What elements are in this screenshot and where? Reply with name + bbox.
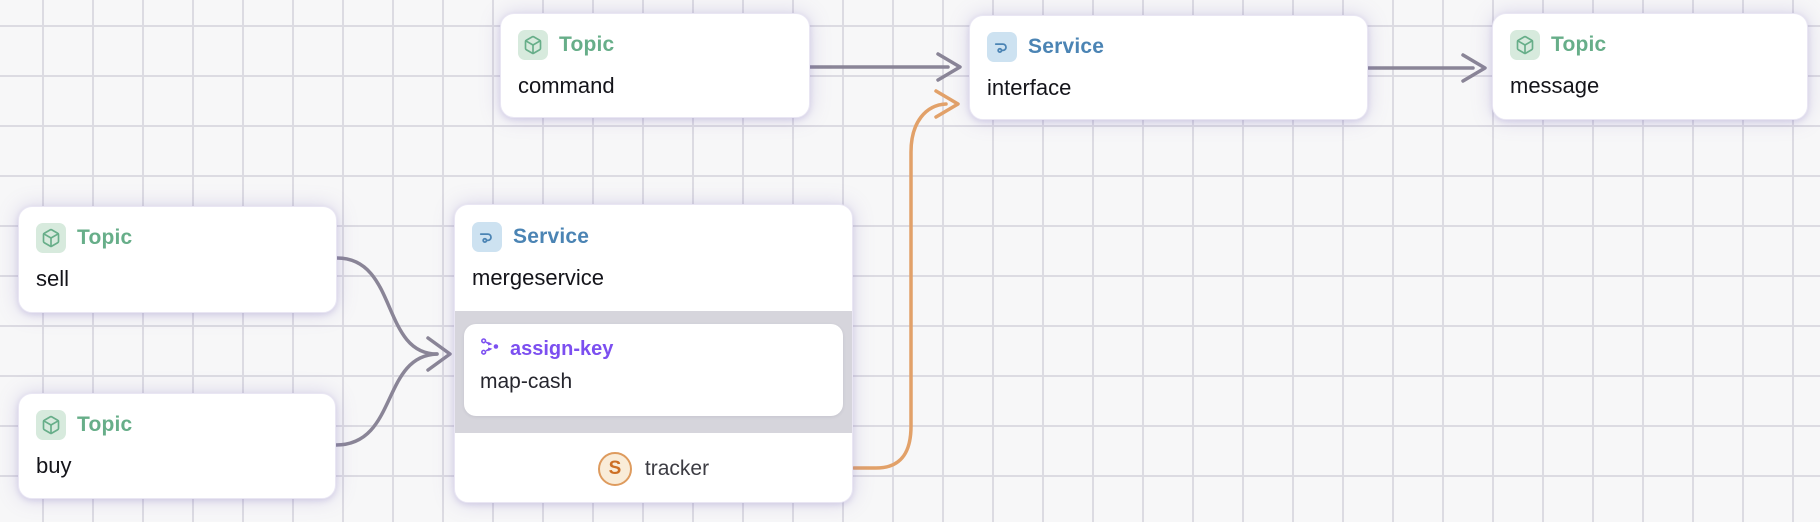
node-name: buy [36,453,72,478]
node-topic-command[interactable]: Topic command [500,13,810,118]
node-name: message [1510,73,1600,98]
store-name: tracker [644,456,710,480]
topic-cube-icon [1510,30,1540,60]
topic-cube-icon [518,30,548,60]
edge-interface-to-message[interactable] [1366,53,1487,83]
subnode-operator-map-cash[interactable]: assign-key map-cash [464,324,843,416]
service-route-icon [987,32,1017,62]
node-name: interface [987,75,1072,100]
node-service-mergeservice[interactable]: Service mergeservice [454,204,853,503]
arrowhead-icon [936,52,962,82]
node-type-label: Topic [77,226,133,249]
node-service-interface[interactable]: Service interface [969,15,1368,120]
node-name: mergeservice [472,265,605,290]
node-topic-message[interactable]: Topic message [1492,13,1808,120]
store-badge-icon: S [597,451,632,486]
arrowhead-icon [426,336,452,372]
node-type-row: Topic [36,410,318,440]
topic-cube-icon [36,223,66,253]
node-type-label: Topic [1551,33,1607,56]
edge-tracker-to-interface[interactable] [852,89,960,470]
node-type-label: Topic [559,33,615,56]
node-type-row: Topic [1510,30,1790,60]
service-route-icon [472,222,502,252]
node-header: Service mergeservice [455,205,852,311]
node-name: command [518,73,615,98]
arrowhead-icon [1461,53,1487,83]
operator-band: assign-key map-cash [455,311,852,433]
node-type-label: Service [513,225,590,248]
store-row-tracker[interactable]: S tracker [455,433,852,502]
operator-type-row: assign-key [480,337,827,361]
node-type-label: Service [1028,35,1105,58]
operator-name: map-cash [480,370,573,393]
node-type-row: Service [987,32,1350,62]
node-type-label: Topic [77,413,133,436]
arrowhead-icon [934,89,960,119]
node-name: sell [36,266,70,291]
operator-type-label: assign-key [510,337,614,360]
assign-key-merge-icon [480,336,501,362]
node-topic-sell[interactable]: Topic sell [18,206,337,313]
node-type-row: Topic [36,223,319,253]
node-type-row: Service [472,222,835,252]
edge-buy-to-mergeservice[interactable] [334,336,452,447]
edge-command-to-interface[interactable] [808,52,962,82]
edge-sell-to-mergeservice[interactable] [335,256,439,356]
node-topic-buy[interactable]: Topic buy [18,393,336,499]
topic-cube-icon [36,410,66,440]
node-type-row: Topic [518,30,792,60]
